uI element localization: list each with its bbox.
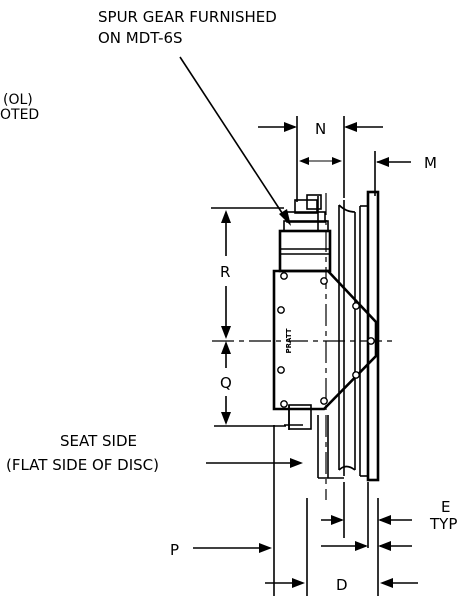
dim-q: Q (214, 341, 286, 427)
callout-line-1: SPUR GEAR FURNISHED (98, 8, 277, 26)
dim-r: R (211, 207, 284, 339)
valve-body (317, 190, 380, 482)
actuator-plate: PRATT (272, 269, 378, 430)
dim-d: D (265, 576, 418, 594)
callout-line-2: ON MDT-6S (98, 29, 183, 47)
seat-side-leader (206, 458, 303, 468)
seat-side-line-2: (FLAT SIDE OF DISC) (6, 456, 159, 474)
gear-operator (278, 194, 332, 273)
bolt-hole (352, 371, 360, 379)
dim-q-label: Q (220, 374, 232, 392)
brand-logo: PRATT (285, 328, 293, 353)
bolt-hole (277, 366, 285, 374)
bolt-hole (320, 277, 328, 285)
callout-leader (179, 56, 291, 226)
dim-e-label: E (441, 498, 450, 516)
dim-e-typ-label: TYP (429, 515, 457, 533)
bolt-hole (352, 302, 360, 310)
dim-m-label: M (424, 154, 437, 172)
dim-p-label: P (170, 541, 179, 559)
dim-e: E TYP (321, 498, 457, 551)
seat-side-line-1: SEAT SIDE (60, 432, 137, 450)
bolt-hole (277, 306, 285, 314)
bolt-hole (280, 400, 288, 408)
bolt-hole (280, 272, 288, 280)
left-note-line-2: OTED (0, 107, 39, 123)
dim-n-label: N (315, 120, 326, 138)
dim-p: P (170, 541, 272, 559)
dim-r-label: R (220, 263, 230, 281)
dim-n: N (258, 116, 383, 202)
bolt-hole (367, 337, 375, 345)
bolt-hole (320, 397, 328, 405)
dim-d-label: D (336, 576, 348, 594)
left-note-line-1: (OL) (3, 92, 33, 108)
dim-m: M (374, 151, 437, 196)
